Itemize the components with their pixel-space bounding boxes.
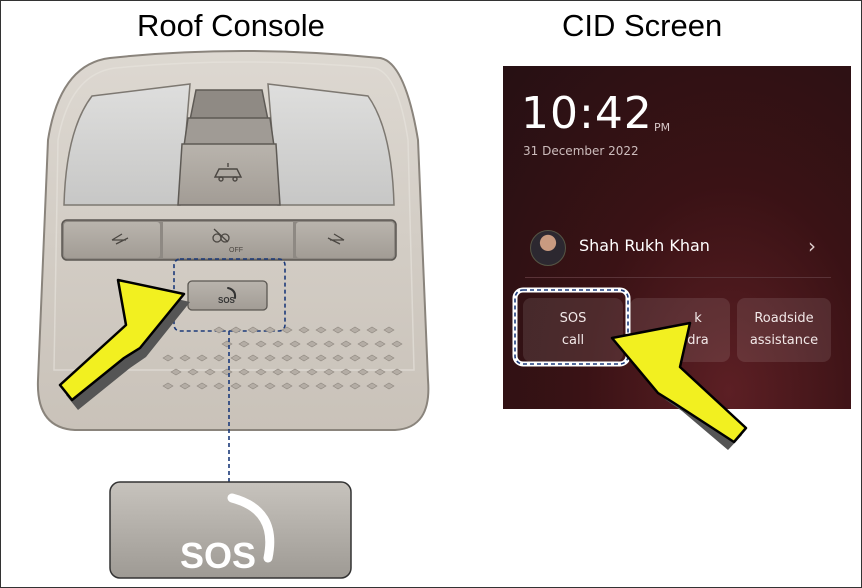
grille-hole: [391, 368, 403, 376]
grille-hole: [340, 368, 352, 376]
partial-button-line1: k: [694, 311, 702, 326]
grille-hole: [332, 326, 344, 334]
grille-hole: [298, 326, 310, 334]
grille-hole: [204, 368, 216, 376]
grille-hole: [323, 340, 335, 348]
roadside-line1: Roadside: [754, 311, 814, 326]
grille-hole: [349, 382, 361, 390]
partial-button-line2: dra: [687, 333, 709, 348]
chevron-right-icon: ›: [808, 234, 816, 258]
cid-screen: 10:42 PM 31 December 2022 Shah Rukh Khan…: [503, 66, 851, 409]
grille-hole: [247, 354, 259, 362]
grille-hole: [366, 354, 378, 362]
cid-screen-heading: CID Screen: [562, 8, 723, 43]
grille-hole: [247, 326, 259, 334]
phone-handset-icon: [227, 287, 237, 299]
sos-zoom-button: [109, 481, 352, 579]
sos-call-line1: SOS: [559, 311, 587, 326]
roadside-line2: assistance: [749, 333, 819, 348]
avatar: [530, 230, 566, 266]
map-lamp-right-icon: [327, 233, 345, 245]
grille-hole: [196, 354, 208, 362]
grille-hole: [357, 368, 369, 376]
grille-hole: [298, 382, 310, 390]
grille-hole: [213, 326, 225, 334]
grille-hole: [281, 354, 293, 362]
grille-hole: [306, 340, 318, 348]
grille-hole: [230, 326, 242, 334]
grille-hole: [374, 340, 386, 348]
grille-hole: [264, 326, 276, 334]
clock-date: 31 December 2022: [523, 144, 639, 158]
right-lamp-lens: [267, 83, 395, 206]
map-lamp-left-icon: [111, 233, 129, 245]
clock-time: 10:42: [521, 88, 653, 139]
grille-hole: [213, 354, 225, 362]
contact-name: Shah Rukh Khan: [579, 236, 710, 255]
grille-hole: [383, 382, 395, 390]
partial-button[interactable]: k dra: [630, 298, 730, 362]
grille-hole: [323, 368, 335, 376]
grille-hole: [238, 340, 250, 348]
grille-hole: [255, 340, 267, 348]
grille-hole: [315, 354, 327, 362]
car-light-icon: [213, 163, 243, 182]
roof-console-heading: Roof Console: [137, 8, 325, 43]
grille-hole: [187, 368, 199, 376]
grille-hole: [247, 382, 259, 390]
divider: [525, 277, 831, 278]
mood-lamp-off-icon: [212, 228, 230, 243]
phone-handset-zoom-icon: [227, 493, 275, 563]
grille-hole: [374, 368, 386, 376]
sos-call-button[interactable]: SOS call: [523, 298, 623, 362]
grille-hole: [366, 382, 378, 390]
grille-hole: [289, 340, 301, 348]
grille-hole: [213, 382, 225, 390]
grille-hole: [340, 340, 352, 348]
sos-call-line2: call: [561, 333, 585, 348]
grille-hole: [281, 326, 293, 334]
grille-hole: [272, 340, 284, 348]
contact-row[interactable]: Shah Rukh Khan ›: [503, 226, 851, 278]
grille-hole: [366, 326, 378, 334]
map-lamp-right-button: [296, 222, 394, 258]
grille-hole: [315, 326, 327, 334]
grille-hole: [383, 354, 395, 362]
grille-hole: [230, 382, 242, 390]
clock-ampm: PM: [654, 121, 671, 134]
grille-hole: [383, 326, 395, 334]
grille-hole: [289, 368, 301, 376]
grille-hole: [391, 340, 403, 348]
mood-off-label: OFF: [229, 247, 243, 254]
grille-hole: [357, 340, 369, 348]
grille-hole: [349, 326, 361, 334]
left-lamp-lens: [63, 83, 191, 206]
grille-hole: [264, 382, 276, 390]
grille-hole: [264, 354, 276, 362]
grille-hole: [281, 382, 293, 390]
roadside-assistance-button[interactable]: Roadside assistance: [737, 298, 831, 362]
grille-hole: [332, 382, 344, 390]
grille-hole: [315, 382, 327, 390]
grille-hole: [306, 368, 318, 376]
grille-hole: [255, 368, 267, 376]
sos-button-label: SOS: [218, 296, 236, 305]
grille-hole: [349, 354, 361, 362]
grille-hole: [238, 368, 250, 376]
grille-hole: [196, 382, 208, 390]
grille-hole: [298, 354, 310, 362]
grille-hole: [230, 354, 242, 362]
grille-hole: [272, 368, 284, 376]
grille-hole: [332, 354, 344, 362]
sos-zoom-label: SOS: [180, 535, 256, 576]
